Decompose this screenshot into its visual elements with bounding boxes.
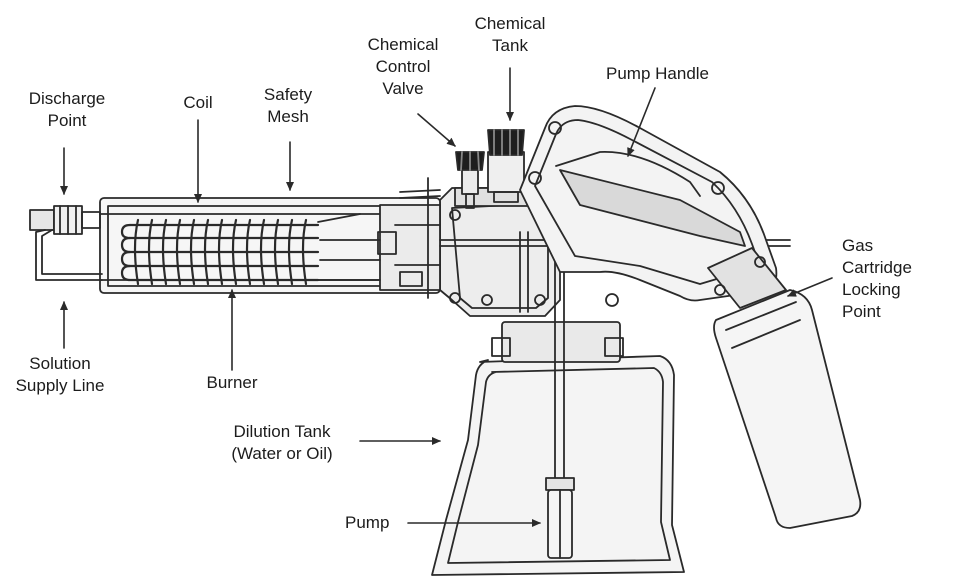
- gas-cartridge: [713, 289, 862, 529]
- gas-cartridge-locking-point: [707, 247, 787, 309]
- arrow-pump-handle: [627, 87, 656, 157]
- label-coil: Coil: [183, 93, 213, 112]
- label-pump: Pump: [345, 513, 390, 532]
- arrow-gas-cartridge: [787, 277, 833, 297]
- dilution-tank-body: [431, 321, 685, 576]
- pump-cylinder: [545, 477, 575, 559]
- solution-supply-line: [35, 229, 103, 281]
- label-gas-cartridge-locking-point: Gas Cartridge Locking Point: [842, 236, 912, 321]
- coil: [120, 218, 320, 286]
- pump-handle: [519, 105, 778, 307]
- label-burner: Burner: [206, 373, 258, 392]
- burner-tube: [99, 197, 441, 294]
- label-solution-supply-line: Solution Supply Line: [15, 354, 105, 395]
- label-discharge-point: Discharge Point: [28, 89, 106, 130]
- label-dilution-tank: Dilution Tank (Water or Oil): [231, 422, 333, 463]
- annotation-arrows: [60, 67, 833, 527]
- label-pump-handle: Pump Handle: [606, 64, 710, 83]
- arrow-chemical-control-valve: [417, 113, 456, 147]
- chemical-tank: [487, 129, 525, 203]
- discharge-nozzle: [29, 205, 101, 235]
- chemical-control-valve: [455, 151, 485, 209]
- label-chemical-tank: Chemical Tank: [474, 14, 546, 55]
- label-chemical-control-valve: Chemical Control Valve: [367, 35, 439, 98]
- label-safety-mesh: Safety Mesh: [263, 85, 313, 126]
